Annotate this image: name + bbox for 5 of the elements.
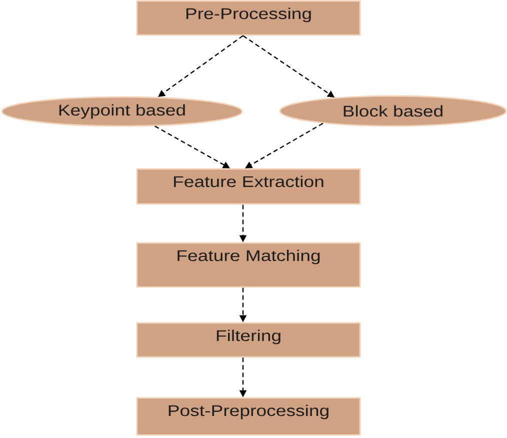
process-box: Filtering	[136, 322, 361, 358]
process-box: Feature Extraction	[136, 168, 361, 205]
process-box: Pre-Processing	[136, 0, 361, 36]
process-box: Feature Matching	[136, 242, 361, 288]
process-box: Post-Preprocessing	[136, 397, 361, 436]
